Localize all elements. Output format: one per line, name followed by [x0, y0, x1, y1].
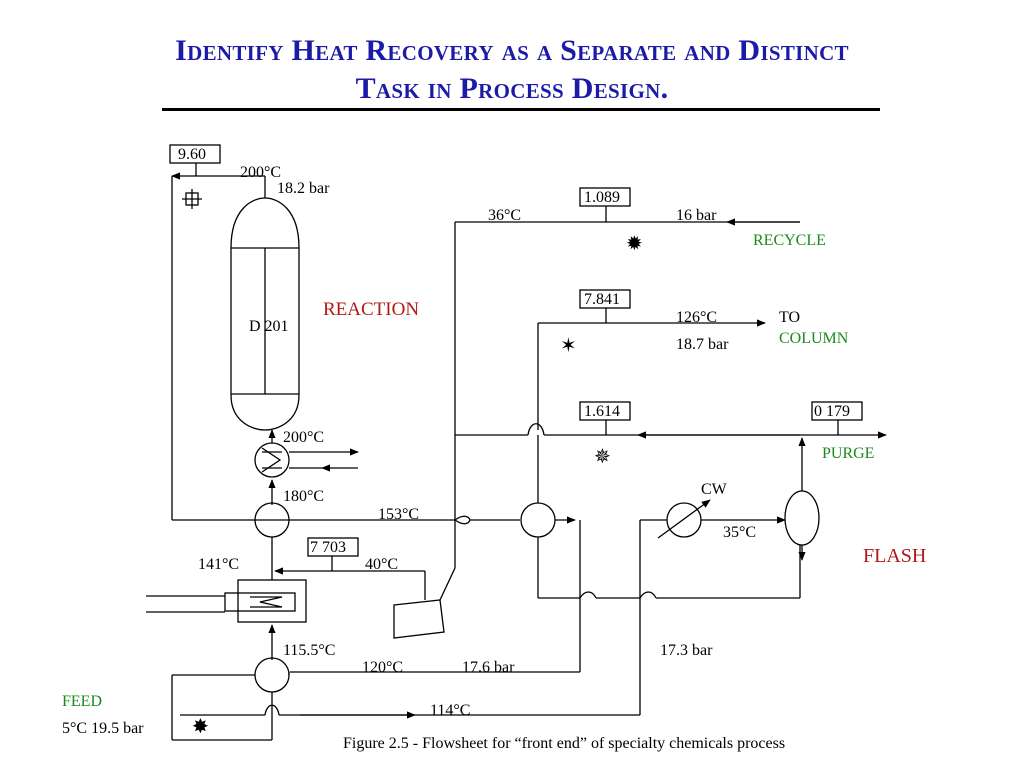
title-underline [162, 108, 880, 111]
reaction-label: REACTION [323, 299, 419, 320]
mid-pressure: 17.3 bar [660, 642, 713, 659]
purge-duty-a: 1.614 [584, 403, 620, 420]
figure-caption: Figure 2.5 - Flowsheet for “front end” o… [343, 735, 786, 752]
recycle-duty-box [579, 187, 631, 207]
preheat-temp: 115.5°C [283, 642, 335, 659]
column-temp: 126°C [676, 309, 717, 326]
feed-duty-box [307, 537, 359, 557]
compressor-temp: 40°C [365, 556, 398, 573]
feed-conditions: 5°C 19.5 bar [62, 720, 144, 737]
cooler-temp: 35°C [723, 524, 756, 541]
title-line-2: Task in Process Design. [355, 72, 669, 105]
cooler [666, 502, 702, 538]
heater-exchanger [254, 442, 290, 478]
bottom-temp: 114°C [430, 702, 470, 719]
column-duty-box [579, 289, 631, 309]
furnace [224, 579, 307, 623]
column-duty: 7.841 [584, 291, 620, 308]
sample-point-icon [182, 189, 202, 209]
column-star-icon: ✶ [560, 335, 577, 357]
reactor-top-temp: 200°C [240, 164, 281, 181]
column-label: COLUMN [779, 330, 849, 347]
interchanger [520, 502, 556, 538]
reactor-duty: 9.60 [178, 146, 206, 163]
feed-line-pressure: 17.6 bar [462, 659, 515, 676]
furnace-temp: 141°C [198, 556, 239, 573]
purge-star-icon: ✵ [594, 446, 611, 468]
feed-star-icon: ✸ [192, 716, 209, 738]
purge-duty-box-b [811, 401, 863, 421]
compressor [393, 599, 445, 639]
recycle-pressure: 16 bar [676, 207, 717, 224]
flash-drum [784, 490, 820, 546]
recycle-star-icon: ✹ [626, 233, 643, 255]
reactor-vessel [230, 197, 300, 431]
feed-label: FEED [62, 693, 102, 710]
feed-preheater [254, 657, 290, 693]
recycle-label: RECYCLE [753, 232, 826, 249]
recycle-temp: 36°C [488, 207, 521, 224]
column-pressure: 18.7 bar [676, 336, 729, 353]
heater-out-temp: 200°C [283, 429, 324, 446]
cw-label: CW [701, 481, 728, 498]
heater-in-temp: 180°C [283, 488, 324, 505]
reactor-duty-box [169, 144, 221, 164]
purge-label: PURGE [822, 445, 874, 462]
reactor-name: D 201 [249, 318, 289, 335]
exchanger-temp: 153°C [378, 506, 419, 523]
reactor-pressure: 18.2 bar [277, 180, 330, 197]
feed-line-temp: 120°C [362, 659, 403, 676]
recycle-duty: 1.089 [584, 189, 620, 206]
purge-duty-box-a [579, 401, 631, 421]
to-label: TO [779, 309, 800, 326]
flash-label: FLASH [863, 545, 926, 567]
purge-duty-b: 0 179 [814, 403, 850, 420]
title-line-1: Identify Heat Recovery as a Separate and… [175, 34, 849, 67]
feed-duty: 7 703 [310, 539, 346, 556]
